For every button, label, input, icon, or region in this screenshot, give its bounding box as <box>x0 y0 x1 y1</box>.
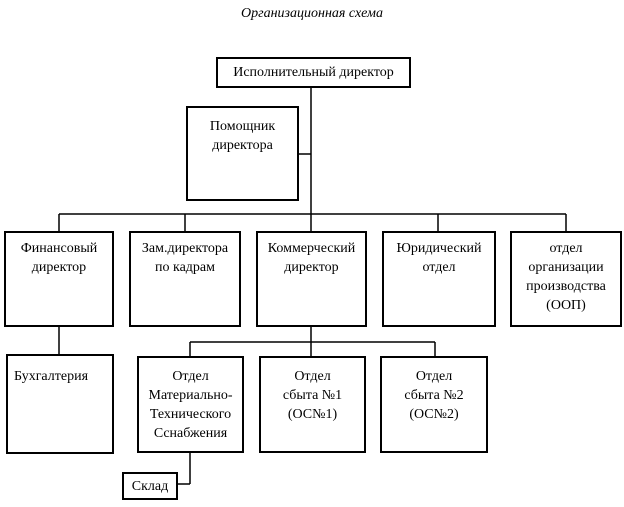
box-sales-department-1-label: Отдел сбыта №1 (ОС№1) <box>282 369 343 422</box>
box-legal-department-label: Юридический отдел <box>396 241 482 275</box>
box-production-department: отдел организации производства (ООП) <box>510 231 622 327</box>
box-sales-department-2: Отдел сбыта №2 (ОС№2) <box>380 356 488 453</box>
box-warehouse: Склад <box>122 472 178 500</box>
box-assistant-director-label: Помощник директора <box>209 119 276 153</box>
box-legal-department: Юридический отдел <box>382 231 496 327</box>
box-hr-deputy-director-label: Зам.директора по кадрам <box>141 241 229 275</box>
box-supply-department-label: Отдел Материально- Технического Сснабжен… <box>148 369 233 441</box>
box-finance-director-label: Финансовый директор <box>20 241 98 275</box>
box-executive-director: Исполнительный директор <box>216 57 411 88</box>
box-hr-deputy-director: Зам.директора по кадрам <box>129 231 241 327</box>
chart-title: Организационная схема <box>241 6 383 21</box>
box-executive-director-label: Исполнительный директор <box>233 65 394 80</box>
box-commercial-director-label: Коммерческий директор <box>267 241 356 275</box>
box-accounting: Бухгалтерия <box>6 354 114 454</box>
box-assistant-director: Помощник директора <box>186 106 299 201</box>
box-production-department-label: отдел организации производства (ООП) <box>526 241 606 313</box>
box-sales-department-1: Отдел сбыта №1 (ОС№1) <box>259 356 366 453</box>
box-sales-department-2-label: Отдел сбыта №2 (ОС№2) <box>404 369 464 422</box>
box-commercial-director: Коммерческий директор <box>256 231 367 327</box>
box-finance-director: Финансовый директор <box>4 231 114 327</box>
box-warehouse-label: Склад <box>131 479 169 494</box>
box-supply-department: Отдел Материально- Технического Сснабжен… <box>137 356 244 453</box>
box-accounting-label: Бухгалтерия <box>14 369 89 384</box>
